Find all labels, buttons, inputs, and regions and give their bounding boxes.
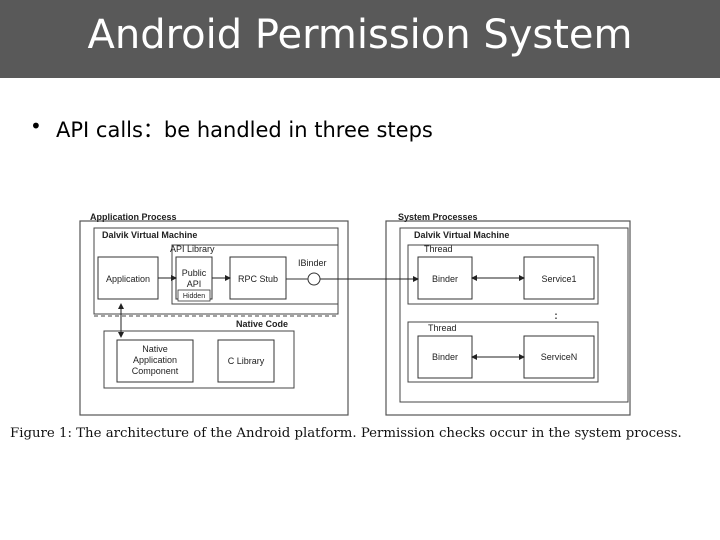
serviceN-label: ServiceN [541,352,578,362]
native-app-box [116,339,194,383]
public-api-line1: Public [182,268,207,278]
service1-label: Service1 [541,274,576,284]
thread1-label: Thread [424,244,453,254]
bullet-text: API calls：be handled in three steps [56,118,433,142]
binder2-label: Binder [432,352,458,362]
figure-caption: Figure 1: The architecture of the Androi… [10,426,682,441]
c-library-label: C Library [228,356,265,366]
dalvik-vm-app-label: Dalvik Virtual Machine [102,230,197,240]
application-label: Application [106,274,150,284]
rpc-stub-box [229,256,287,300]
hidden-box [177,289,211,302]
ibinder-label: IBinder [298,258,327,268]
native-app-line2: Application [133,355,177,365]
application-box [97,256,159,300]
ibinder-icon [307,272,321,286]
c-library-box [217,339,275,383]
binder1-label: Binder [432,274,458,284]
native-app-line1: Native [142,344,168,354]
rpc-stub-label: RPC Stub [238,274,278,284]
native-code-label: Native Code [236,319,288,329]
binder2-box [417,335,473,379]
thread2-label: Thread [428,323,457,333]
native-app-line3: Component [132,366,179,376]
hidden-label: Hidden [183,293,205,300]
architecture-diagram: Application Process Dalvik Virtual Machi… [79,212,631,416]
system-processes-label: System Processes [398,212,478,222]
api-library-label: API Library [170,244,215,254]
app-process-label: Application Process [90,212,177,222]
dalvik-vm-sys-label: Dalvik Virtual Machine [414,230,509,240]
public-api-line2: API [187,279,202,289]
serviceN-box [523,335,595,379]
bullet-marker: • [30,114,42,138]
slide-title: Android Permission System [87,12,633,58]
title-bar [0,0,720,78]
